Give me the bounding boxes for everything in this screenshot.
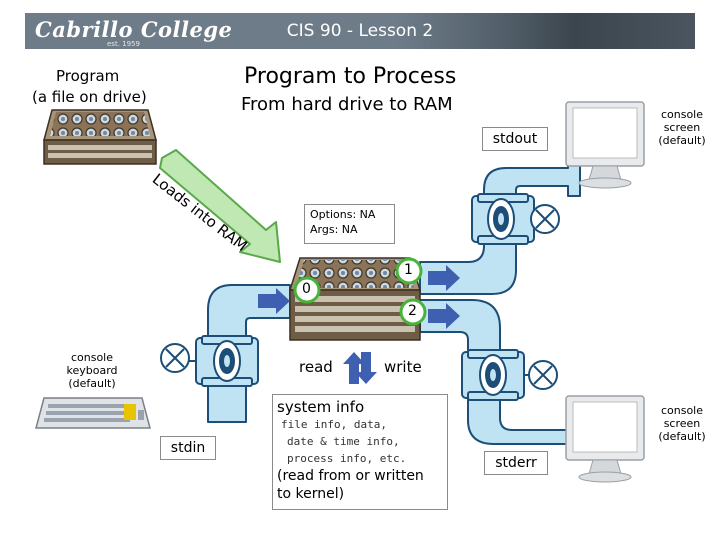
options-box: Options: NA Args: NA bbox=[304, 204, 395, 244]
system-info-mono-line2: date & time info, bbox=[287, 435, 400, 448]
read-label: read bbox=[299, 358, 333, 376]
process-box-ram bbox=[288, 257, 422, 341]
stdin-label: stdin bbox=[160, 436, 216, 460]
console-screen-bottom-line2: screen bbox=[663, 417, 701, 430]
program-label: Program bbox=[56, 67, 120, 85]
console-screen-bottom-line1: console bbox=[660, 404, 704, 417]
header-photo bbox=[395, 13, 695, 49]
college-logo-est: est. 1959 bbox=[107, 40, 140, 48]
system-info-note-line1: (read from or written bbox=[277, 468, 424, 484]
console-keyboard-line2: keyboard bbox=[66, 364, 118, 377]
program-sublabel: (a file on drive) bbox=[32, 88, 147, 106]
options-line: Options: NA bbox=[310, 208, 376, 221]
stderr-flow-arrow bbox=[428, 303, 460, 329]
system-info-note-line2: to kernel) bbox=[277, 486, 345, 502]
read-arrow bbox=[343, 352, 365, 384]
system-info-mono-line3: process info, etc. bbox=[287, 452, 407, 465]
stderr-pipe bbox=[419, 299, 581, 449]
fd1-circle bbox=[395, 257, 423, 285]
program-box-drive bbox=[43, 109, 157, 165]
console-screen-top-label: console screen (default) bbox=[650, 108, 714, 147]
stdin-pipe bbox=[160, 284, 291, 423]
slide-subtitle: From hard drive to RAM bbox=[241, 94, 453, 115]
console-keyboard-line3: (default) bbox=[68, 377, 116, 390]
system-info-box: system info file info, data, date & time… bbox=[272, 394, 448, 510]
write-arrow bbox=[355, 352, 377, 384]
load-arrow bbox=[159, 149, 281, 263]
console-screen-top-line2: screen bbox=[663, 121, 701, 134]
system-info-mono-line1: file info, data, bbox=[281, 418, 387, 431]
stdout-flow-arrow bbox=[428, 265, 460, 291]
stdin-flow-arrow bbox=[258, 288, 290, 314]
fd2-label: 2 bbox=[408, 303, 417, 319]
stdout-pipe bbox=[419, 135, 581, 295]
console-screen-bottom-line3: (default) bbox=[658, 430, 706, 443]
monitor-bottom-icon bbox=[565, 395, 645, 483]
monitor-top-icon bbox=[565, 101, 645, 189]
keyboard-icon bbox=[35, 397, 151, 429]
stderr-label: stderr bbox=[484, 451, 548, 475]
console-screen-top-line1: console bbox=[660, 108, 704, 121]
fd2-circle bbox=[399, 298, 427, 326]
console-screen-top-line3: (default) bbox=[658, 134, 706, 147]
fd1-label: 1 bbox=[404, 262, 413, 278]
lesson-title: CIS 90 - Lesson 2 bbox=[286, 21, 434, 41]
write-label: write bbox=[384, 358, 422, 376]
header-banner: Cabrillo College est. 1959 CIS 90 - Less… bbox=[25, 13, 695, 49]
system-info-title: system info bbox=[277, 398, 365, 416]
slide-title: Program to Process bbox=[244, 64, 457, 89]
console-screen-bottom-label: console screen (default) bbox=[650, 404, 714, 443]
fd0-circle bbox=[293, 276, 321, 304]
fd0-label: 0 bbox=[302, 281, 311, 297]
args-line: Args: NA bbox=[310, 223, 358, 236]
college-logo: Cabrillo College bbox=[35, 17, 233, 42]
console-keyboard-label: console keyboard (default) bbox=[50, 351, 134, 390]
stdout-label: stdout bbox=[482, 127, 548, 151]
console-keyboard-line1: console bbox=[70, 351, 114, 364]
